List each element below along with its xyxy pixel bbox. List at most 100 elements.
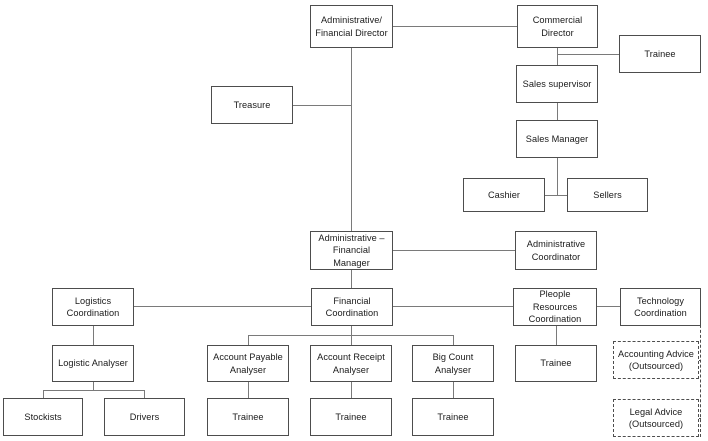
- node-label-line2: Coordination: [528, 314, 582, 325]
- connector-afm-to-ac: [393, 250, 515, 252]
- node-label-line2: Analyser: [229, 364, 267, 375]
- node-label-line1: Administrative: [526, 239, 586, 250]
- node-label-line2: Coordination: [634, 308, 687, 318]
- node-label-line1: Account Payable: [213, 352, 283, 363]
- connector-dashed-to-accounting: [699, 360, 701, 361]
- node-label-logistic-analyser: Logistic Analyser: [58, 357, 128, 369]
- node-label-line1: Stockists: [24, 411, 62, 422]
- node-label-sales-supervisor: Sales supervisor: [523, 78, 592, 90]
- node-label-accounting-advice: Accounting Advice (Outsourced): [618, 348, 694, 373]
- node-label-line1: Big Count: [432, 352, 474, 363]
- node-label-line1: Logistic Analyser: [58, 358, 128, 369]
- node-label-line2: Coordinator: [531, 251, 581, 262]
- connector-la-down-stub: [93, 382, 95, 391]
- node-label-line1: Account Receipt: [317, 352, 385, 363]
- node-label-line2: Director: [541, 27, 574, 38]
- node-label-line1: Trainee: [437, 411, 469, 422]
- node-label-line1: Logistics: [74, 295, 112, 306]
- node-label-sellers: Sellers: [593, 189, 621, 201]
- connector-afd-down-trunk: [351, 48, 353, 231]
- node-label-trainee-commercial: Trainee: [644, 48, 675, 60]
- node-label-line2: Analyser: [434, 364, 472, 375]
- node-label-line2: Financial Director: [315, 27, 388, 38]
- connector-apa-to-trainee: [248, 382, 250, 398]
- node-label-line1: Drivers: [129, 411, 160, 422]
- node-label-line1: Accounting Advice: [618, 348, 694, 359]
- node-accounting-advice[interactable]: Accounting Advice (Outsourced): [613, 341, 699, 379]
- connector-sm-down: [557, 158, 559, 195]
- node-label-line1: Treasure: [233, 99, 271, 110]
- node-trainee-commercial[interactable]: Trainee: [619, 35, 701, 73]
- connector-afm-down: [351, 270, 353, 288]
- node-label-line1: Sales Manager: [525, 133, 589, 144]
- node-drivers[interactable]: Drivers: [104, 398, 185, 436]
- node-label-line2: (Outsourced): [628, 419, 684, 429]
- node-label-line1: Technology: [637, 295, 684, 306]
- node-label-admin-financial-manager: Administrative –Financial Manager: [314, 232, 389, 269]
- node-label-line1: Cashier: [487, 189, 520, 200]
- connector-ara-to-trainee: [351, 382, 353, 398]
- node-sales-manager[interactable]: Sales Manager: [516, 120, 598, 158]
- connector-row-left-h: [134, 306, 311, 308]
- connector-stockists-up: [43, 390, 45, 398]
- node-label-line1: Commercial: [532, 15, 583, 26]
- node-admin-financial-director[interactable]: Administrative/Financial Director: [310, 5, 393, 48]
- node-label-treasure: Treasure: [234, 99, 271, 111]
- node-sellers[interactable]: Sellers: [567, 178, 648, 212]
- node-label-line1: Trainee: [232, 411, 264, 422]
- node-label-line2: Financial Manager: [332, 245, 371, 268]
- node-label-drivers: Drivers: [130, 411, 159, 423]
- node-label-cashier: Cashier: [488, 189, 520, 201]
- connector-apa-up: [248, 335, 250, 345]
- node-stockists[interactable]: Stockists: [3, 398, 83, 436]
- node-label-line2: Coordination: [66, 308, 120, 318]
- connector-bca-up: [453, 335, 455, 345]
- node-label-line1: Sellers: [593, 189, 622, 200]
- connector-afd-to-cd: [393, 26, 517, 28]
- connector-cashier-sellers-h: [545, 195, 567, 197]
- node-treasure[interactable]: Treasure: [211, 86, 293, 124]
- connector-ara-up: [351, 335, 353, 345]
- node-trainee-account-receipt[interactable]: Trainee: [310, 398, 392, 436]
- node-sales-supervisor[interactable]: Sales supervisor: [516, 65, 598, 103]
- connector-bca-to-trainee: [453, 382, 455, 398]
- node-label-trainee-account-payable: Trainee: [232, 411, 263, 423]
- node-trainee-big-count[interactable]: Trainee: [412, 398, 494, 436]
- node-label-line2: (Outsourced): [628, 361, 684, 371]
- connector-row-right-h: [393, 306, 513, 308]
- connector-dashed-to-legal: [699, 418, 701, 419]
- node-label-line1: Sales supervisor: [522, 78, 592, 89]
- node-label-trainee-people-resources: Trainee: [540, 357, 571, 369]
- node-admin-financial-manager[interactable]: Administrative –Financial Manager: [310, 231, 393, 270]
- node-label-line1: Trainee: [335, 411, 367, 422]
- node-logistic-analyser[interactable]: Logistic Analyser: [52, 345, 134, 382]
- node-cashier[interactable]: Cashier: [463, 178, 545, 212]
- node-label-line1: Legal Advice: [629, 406, 683, 417]
- connector-la-bus: [43, 390, 144, 392]
- node-legal-advice[interactable]: Legal Advice (Outsourced): [613, 399, 699, 437]
- node-label-legal-advice: Legal Advice (Outsourced): [629, 406, 683, 431]
- connector-cd-down-stub: [557, 48, 559, 65]
- node-trainee-people-resources[interactable]: Trainee: [515, 345, 597, 382]
- connector-prc-to-tc: [597, 306, 620, 308]
- node-trainee-account-payable[interactable]: Trainee: [207, 398, 289, 436]
- connector-treasure-to-trunk: [293, 105, 352, 107]
- connector-tc-down-dashed: [700, 315, 701, 437]
- connector-prc-to-trainee: [556, 326, 558, 345]
